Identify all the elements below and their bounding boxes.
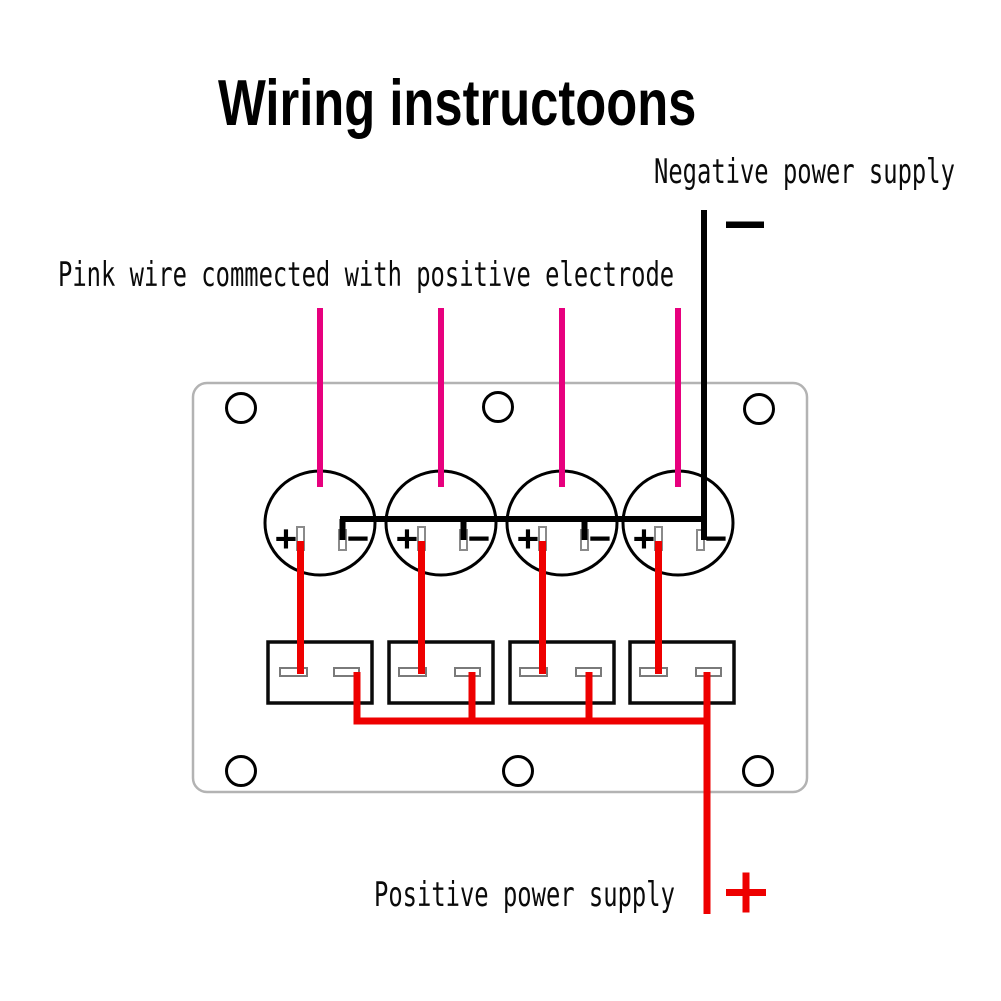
connector-slot-left [279, 667, 308, 677]
negative-power-label: Negative power supply [654, 152, 955, 192]
positive-symbol [726, 872, 766, 913]
connector-slot-left [639, 667, 668, 677]
mounting-hole [742, 755, 774, 787]
minus-mark: − [589, 518, 611, 559]
red-wires-switch-to-connector [297, 541, 662, 674]
positive-supply-bus [353, 672, 711, 914]
polarity-marks: + − + − + − + − [275, 518, 727, 559]
minus-mark: − [468, 518, 490, 559]
connector-block-4 [628, 640, 736, 705]
connector-block-2 [387, 640, 495, 705]
plus-mark: + [633, 518, 655, 559]
negative-symbol [726, 221, 764, 228]
connector-slot-left [519, 667, 548, 677]
page-title: Wiring instructoons [218, 66, 697, 139]
minus-mark: − [705, 518, 727, 559]
mounting-holes [225, 391, 775, 787]
minus-mark: − [347, 518, 369, 559]
pink-wire-label: Pink wire commected with positive electr… [58, 255, 675, 295]
connector-slot-left [398, 667, 427, 677]
mounting-hole [743, 393, 775, 425]
plus-mark: + [275, 518, 297, 559]
mounting-hole [482, 391, 514, 423]
pink-wires [317, 308, 681, 487]
plus-mark: + [396, 518, 418, 559]
positive-power-label: Positive power supply [374, 875, 675, 915]
mounting-hole [225, 392, 257, 424]
mounting-hole [225, 755, 257, 787]
negative-supply-wire [339, 210, 707, 540]
connector-block-3 [508, 640, 616, 705]
plus-mark: + [517, 518, 539, 559]
panel-plate [191, 381, 809, 794]
connector-slot-right [454, 667, 481, 677]
switch-sockets [263, 469, 735, 577]
mounting-hole [502, 755, 534, 787]
positive-symbol-vbar [742, 872, 750, 913]
